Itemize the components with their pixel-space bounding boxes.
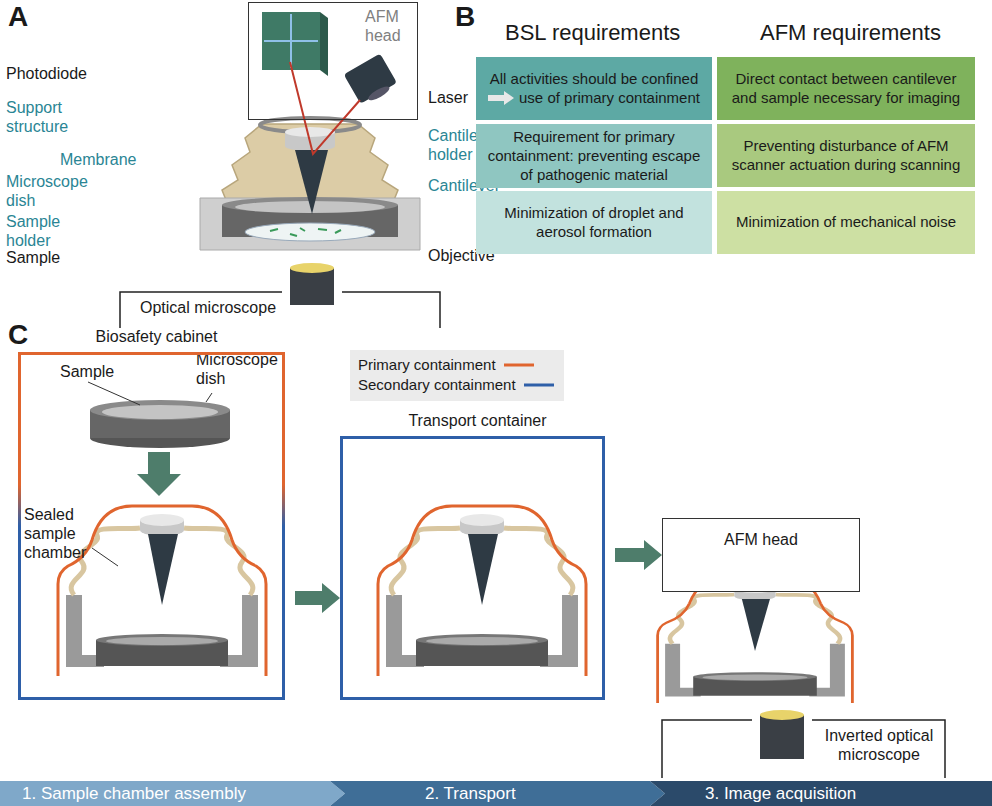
drawing-part — [344, 53, 397, 103]
containment-box: Transport container — [340, 410, 615, 700]
drawing-part — [90, 400, 230, 420]
legend-stroke — [524, 384, 554, 387]
drawing-part — [137, 452, 181, 496]
drawing-part — [58, 506, 266, 676]
label: Microscope dish — [6, 172, 86, 210]
drawing-part — [344, 53, 399, 107]
node-text: Requirement for primary containment: pre… — [486, 128, 702, 184]
drawing-part — [262, 12, 320, 70]
legend-text: Secondary containment — [358, 375, 516, 395]
drawing-part — [245, 223, 375, 241]
label: Sealed sample chamber — [24, 505, 104, 563]
workflow-drawings — [58, 382, 945, 778]
label: Sample holder — [6, 212, 86, 250]
label: Membrane — [60, 150, 136, 169]
label: Inverted optical microscope — [815, 726, 943, 764]
label: BSL requirements — [505, 20, 680, 46]
label: Support structure — [6, 98, 86, 136]
requirement-cell: Preventing disturbance of AFM scanner ac… — [717, 124, 975, 187]
node-text: AFM head — [663, 531, 859, 549]
drawing-part — [102, 405, 218, 419]
drawing-part — [662, 720, 752, 778]
frame-border — [340, 436, 605, 700]
drawing-part — [92, 548, 118, 566]
drawing-part — [378, 506, 586, 676]
node-text: 1. Sample chamber assembly — [22, 781, 345, 806]
drawing-part — [366, 84, 391, 103]
legend-stroke — [504, 364, 534, 367]
label: AFM requirements — [760, 20, 941, 46]
label: Photodiode — [6, 64, 87, 83]
legend-line — [522, 381, 556, 389]
flow-arrow — [615, 540, 662, 570]
node-text: 2. Transport — [425, 781, 665, 806]
node-text: AFM head — [365, 7, 411, 45]
drawing-part — [760, 710, 804, 720]
label: Optical microscope — [140, 298, 276, 317]
drawing-part — [264, 14, 318, 68]
label: B — [455, 0, 475, 34]
legend-text: Primary containment — [358, 355, 496, 375]
node-text: Preventing disturbance of AFM scanner ac… — [727, 137, 965, 175]
label: A — [8, 0, 28, 34]
frame-border — [18, 352, 285, 700]
implies-arrow — [488, 91, 514, 105]
drawing-part — [658, 578, 853, 703]
requirement-cell: Minimization of droplet and aerosol form… — [476, 191, 712, 254]
afm-head-box: AFM head — [248, 2, 418, 120]
legend-row: Secondary containment — [358, 375, 556, 395]
node-text: Minimization of mechanical noise — [736, 213, 956, 232]
drawing-part — [120, 292, 282, 328]
drawing-part — [290, 263, 334, 273]
legend-row: Primary containment — [358, 355, 556, 375]
frame-rect — [20, 354, 284, 699]
label: Laser — [428, 88, 468, 107]
requirement-cell: Direct contact between cantilever and sa… — [717, 57, 975, 120]
node-text: All activities should be confined — [490, 70, 698, 89]
node-text: Biosafety cabinet — [18, 326, 295, 348]
drawing-part — [295, 150, 328, 214]
containment-box: Biosafety cabinet — [18, 326, 295, 700]
legend-line — [502, 361, 536, 369]
node-text: Transport container — [340, 410, 615, 432]
label: C — [8, 318, 28, 352]
step-band: 2. Transport — [330, 781, 665, 806]
afm-head-box: AFM head — [662, 518, 860, 592]
drawing-part — [290, 62, 360, 154]
label: Sample — [6, 248, 60, 267]
label: Sample — [60, 362, 114, 381]
step-band: 3. Image acquisition — [650, 781, 992, 806]
requirement-cell: Minimization of mechanical noise — [717, 191, 975, 254]
requirement-cell: All activities should be confineduse of … — [476, 57, 712, 120]
afm-setup — [120, 12, 440, 328]
drawing-part — [760, 715, 804, 759]
arrow-row: use of primary containment — [488, 89, 700, 108]
drawing-part — [290, 268, 334, 305]
drawing-part — [812, 720, 945, 778]
node-text: use of primary containment — [519, 89, 700, 108]
label: Microscope dish — [196, 350, 286, 388]
drawing-part — [342, 292, 440, 328]
node-text: Minimization of droplet and aerosol form… — [486, 204, 702, 242]
drawing-part — [285, 127, 335, 137]
legend: Primary containmentSecondary containment — [350, 350, 564, 401]
frame-rect — [342, 438, 604, 699]
node-text: Direct contact between cantilever and sa… — [727, 70, 965, 108]
drawing-part — [270, 228, 341, 236]
drawing-part — [206, 393, 212, 402]
drawing-part — [88, 382, 140, 405]
step-band: 1. Sample chamber assembly — [0, 781, 345, 806]
flow-arrow — [295, 583, 340, 613]
arrow-shape — [488, 91, 514, 105]
node-text: 3. Image acquisition — [705, 781, 992, 806]
requirement-cell: Requirement for primary containment: pre… — [476, 124, 712, 188]
drawing-part — [320, 12, 328, 76]
